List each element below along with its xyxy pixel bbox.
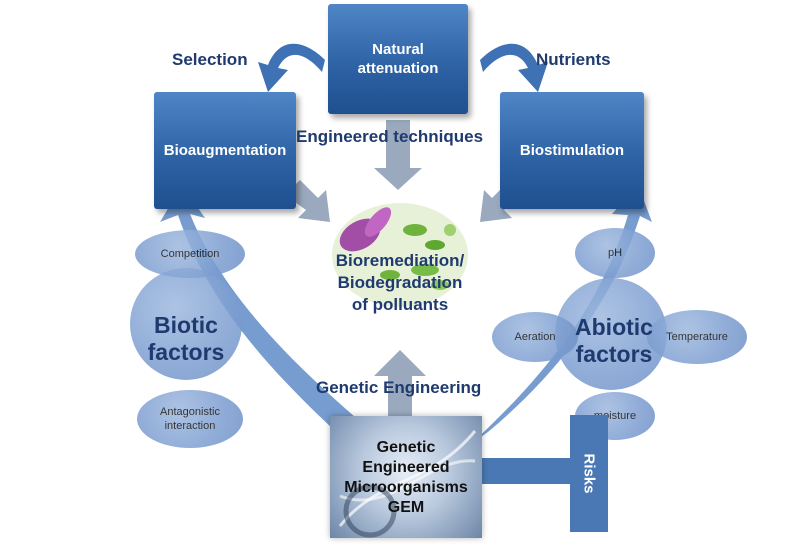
biostimulation-label: Biostimulation [519,142,625,159]
bioremediation-text: Bioremediation/ Biodegradation of pollua… [318,250,482,316]
nutrients-label: Nutrients [536,50,611,69]
risks-bar: Risks [570,415,608,532]
natural-attenuation-box: Natural attenuation [328,4,468,114]
biotic-title-line-2: factors [147,339,225,365]
biotic-factors-circle [130,268,242,380]
ph-label: pH [607,247,623,259]
top-grey-arrow [374,120,422,190]
abiotic-factors-title: Abiotic factors [564,314,664,368]
center-line-2: Biodegradation [337,273,463,292]
risks-connector [480,458,572,484]
gem-line-3: Microorganisms [344,479,468,496]
bottom-grey-arrow [374,350,426,425]
abiotic-title-line-2: factors [575,341,653,367]
ph-ellipse: pH [575,228,655,278]
biostimulation-box: Biostimulation [500,92,644,209]
antagonistic-line-1: Antagonistic [160,406,220,418]
center-line-1: Bioremediation/ [335,251,465,270]
left-grey-arrow [285,180,330,222]
risks-label: Risks [580,453,598,494]
gem-image [330,416,482,538]
temperature-ellipse: Temperature [647,310,747,364]
gem-text: Genetic Engineered Microorganisms GEM [330,438,482,518]
abiotic-title-line-1: Abiotic [575,314,653,340]
bacteria-image [332,203,468,307]
antagonistic-label: Antagonistic interaction [160,405,220,433]
antagonistic-ellipse: Antagonistic interaction [137,390,243,448]
aeration-label: Aeration [514,331,556,343]
antagonistic-line-2: interaction [164,420,216,432]
dna-helix-icon [338,430,477,538]
natural-attenuation-label: Natural attenuation [357,41,439,77]
selection-arrow [258,43,325,92]
genetic-engineering-label: Genetic Engineering [316,378,482,397]
temperature-label: Temperature [666,331,728,343]
bioaugmentation-box: Bioaugmentation [154,92,296,209]
center-line-3: of polluants [351,295,449,314]
biotic-title-line-1: Biotic [154,312,218,338]
right-curved-arrow [470,185,652,445]
competition-label: Competition [160,248,220,260]
gem-line-2: Engineered [362,459,450,476]
nutrients-arrow [480,43,548,92]
biotic-factors-title: Biotic factors [140,312,232,366]
aeration-ellipse: Aeration [492,312,578,362]
selection-label: Selection [172,50,248,69]
engineered-techniques-label: Engineered techniques [296,127,484,146]
bioaugmentation-label: Bioaugmentation [163,142,287,159]
gem-line-4: GEM [387,499,425,516]
gem-line-1: Genetic [376,439,436,456]
competition-ellipse: Competition [135,230,245,278]
